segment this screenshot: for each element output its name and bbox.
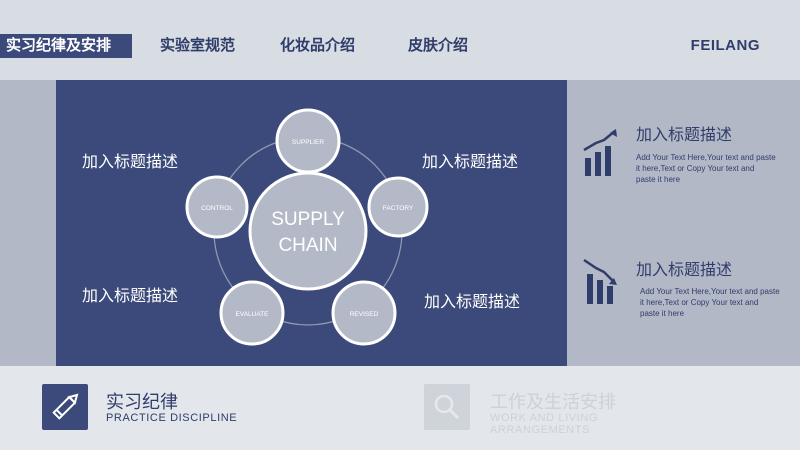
band-left-strip (0, 80, 56, 366)
panel-label-top-right: 加入标题描述 (422, 154, 519, 171)
side-item-1-text: Add Your Text Here,Your text and paste i… (636, 153, 776, 184)
nav-tab-discipline[interactable]: 实习纪律及安排 (0, 34, 132, 58)
brand-logo: FEILANG (690, 37, 760, 54)
node-evaluate-label: EVALUATE (236, 311, 270, 318)
node-factory[interactable]: FACTORY (367, 176, 429, 238)
node-revised[interactable]: REVISED (331, 280, 397, 346)
side-item-2-title: 加入标题描述 (636, 262, 733, 279)
section-tab-discipline-subtitle: PRACTICE DISCIPLINE (106, 412, 238, 424)
node-control-label: CONTROL (201, 205, 233, 212)
center-node: SUPPLY CHAIN (248, 171, 368, 291)
nav-tab-cosmetics[interactable]: 化妆品介绍 (280, 37, 356, 54)
search-icon (434, 394, 460, 420)
nav-tab-lab-rules[interactable]: 实验室规范 (160, 37, 236, 54)
bar-chart-down-icon (583, 258, 617, 304)
side-panel (567, 80, 800, 366)
node-supplier-label: SUPPLIER (292, 139, 324, 146)
node-revised-label: REVISED (350, 311, 379, 318)
bottom-section-tabs (0, 366, 800, 450)
node-evaluate[interactable]: EVALUATE (219, 280, 285, 346)
nav-tab-skin[interactable]: 皮肤介绍 (408, 37, 469, 54)
bar-chart-up-icon (583, 129, 617, 176)
center-label-line1: SUPPLY (271, 209, 345, 230)
section-tab-arrangements-subtitle: WORK AND LIVING ARRANGEMENTS (490, 412, 599, 436)
section-tab-arrangements[interactable] (424, 384, 470, 430)
node-factory-label: FACTORY (383, 205, 414, 212)
node-control[interactable]: CONTROL (185, 175, 249, 239)
node-supplier[interactable]: SUPPLIER (275, 108, 341, 174)
top-nav (0, 0, 800, 80)
panel-label-bottom-left: 加入标题描述 (82, 288, 179, 305)
side-item-1-title: 加入标题描述 (636, 127, 733, 144)
panel-label-top-left: 加入标题描述 (82, 154, 179, 171)
pencil-icon (52, 393, 79, 420)
section-tab-discipline-title: 实习纪律 (106, 392, 178, 412)
section-tab-discipline[interactable] (42, 384, 88, 430)
section-tab-arrangements-title: 工作及生活安排 (490, 392, 616, 412)
side-item-2-text: Add Your Text Here,Your text and paste i… (640, 287, 780, 318)
center-label-line2: CHAIN (278, 235, 337, 256)
panel-label-bottom-right: 加入标题描述 (424, 294, 521, 311)
